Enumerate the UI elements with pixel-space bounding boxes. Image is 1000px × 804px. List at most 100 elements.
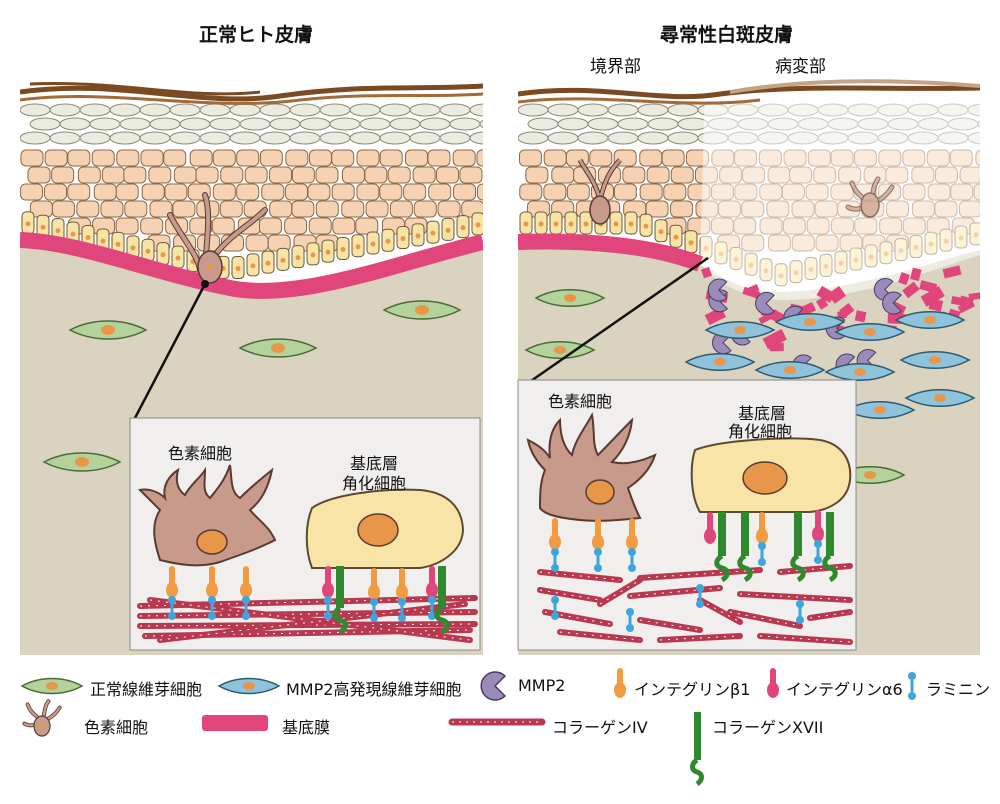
corneocyte [139,103,171,117]
spinous-keratinocyte [331,149,355,167]
spinous-keratinocyte [412,166,436,184]
spinous-keratinocyte [141,183,165,201]
spinous-keratinocyte [291,200,315,218]
membrane-fragment [758,309,779,325]
collagen-iv-fiber [637,617,703,633]
corneocyte [79,103,111,117]
collagen-xvii [718,512,726,556]
normal-fibroblasts [42,300,462,472]
spinous-keratinocyte [518,149,542,167]
membrane-fragment [802,302,815,314]
spinous-keratinocyte [44,183,68,201]
spinous-keratinocyte [332,217,356,235]
membrane-fragment [902,281,920,299]
spinous-keratinocyte [115,217,139,235]
spinous-keratinocyte [259,149,283,167]
mmp2-fibroblast [774,313,846,331]
mmp2-fibroblast-icon [217,677,281,695]
spinous-keratinocyte [670,200,694,218]
laminin [814,540,822,548]
spinous-keratinocyte [551,166,575,184]
zoom-pointer-line [527,256,709,385]
corneocyte [547,103,579,117]
collagen-iv-fibers [137,595,478,643]
collagen-iv-fiber [777,563,853,575]
legend-collagen-xvii-label: コラーゲンXVII [712,718,824,737]
membrane-fragment [898,272,910,286]
integrin [552,518,558,538]
membrane-fragment [701,266,712,279]
spinous-keratinocyte [437,200,461,218]
basement-membrane-icon [202,715,268,731]
spinous-keratinocyte [459,166,483,184]
spinous-keratinocyte [485,201,507,217]
zoom-pointer-line [133,283,207,419]
corneocyte [149,117,181,131]
spinous-keratinocyte [613,183,637,201]
legend-mmp2-label: MMP2 [518,676,566,695]
corneocyte [229,103,261,117]
spinous-keratinocyte [403,183,427,201]
spinous-keratinocyte [315,166,339,184]
left-inset-keratinocyte-label-2: 角化細胞 [342,474,407,493]
spinous-keratinocyte [51,166,75,184]
epidermal-melanocyte [167,192,268,284]
spinous-keratinocyte [663,183,687,201]
spinous-keratinocyte [27,166,51,184]
collagen-iv-fiber [537,587,603,603]
lesion-fade [700,79,980,300]
laminin-icon [908,672,916,700]
spinous-keratinocyte [189,149,213,167]
normal-fibroblast-icon [20,677,84,695]
adhesion-molecules [549,510,838,632]
legend-collagen-iv-label: コラーゲンIV [552,718,648,737]
legend-icons [20,668,916,787]
mmp2-fibroblast [704,321,776,339]
spinous-keratinocyte [387,166,411,184]
corneocyte [289,131,321,145]
spinous-keratinocyte [307,183,331,201]
legend-melanocyte-label: 色素細胞 [84,718,149,737]
corneocyte [49,131,81,145]
spinous-keratinocyte [20,149,44,167]
spinous-keratinocyte [379,183,403,201]
spinous-keratinocyte [389,200,413,218]
vitiligo-skin-inset [517,379,857,651]
corneocyte [269,117,301,131]
spinous-keratinocyte [308,149,332,167]
legend-mmp2-fibroblast-label: MMP2高発現線維芽細胞 [286,680,462,699]
mmp2-icon [480,671,507,701]
corneocyte [359,117,391,131]
laminin [324,596,332,604]
mmp2-molecule [707,278,728,302]
spinous-keratinocyte [486,167,508,183]
integrin-b1-icon [614,668,626,698]
corneocyte [577,131,609,145]
membrane-fragment [816,285,836,303]
basement-membrane [20,232,483,299]
membrane-fragment [968,291,980,301]
laminin [758,542,766,550]
laminin [594,548,602,556]
spinous-keratinocyte [452,149,476,167]
corneocyte [518,131,549,145]
integrin [815,510,821,530]
inset-basal-keratinocyte [305,488,465,569]
spinous-keratinocyte [20,183,44,201]
spinous-keratinocyte [164,183,188,201]
corneocyte [439,103,471,117]
corneocyte [20,103,51,117]
corneocyte [109,131,141,145]
spinous-keratinocyte [639,149,663,167]
left-inset-melanocyte-label: 色素細胞 [168,444,233,463]
spinous-keratinocyte [148,166,172,184]
spinous-keratinocyte [341,166,365,184]
spinous-keratinocyte [172,200,196,218]
lesion-area-label: 病変部 [775,57,826,77]
spinous-keratinocyte [331,183,355,201]
legend-integrin-b1-label: インテグリンβ1 [634,680,751,699]
spinous-keratinocyte [269,200,293,218]
integrin-a6-icon [767,668,779,698]
collagen-iv-fiber [757,633,853,645]
stratum-corneum [518,79,980,105]
